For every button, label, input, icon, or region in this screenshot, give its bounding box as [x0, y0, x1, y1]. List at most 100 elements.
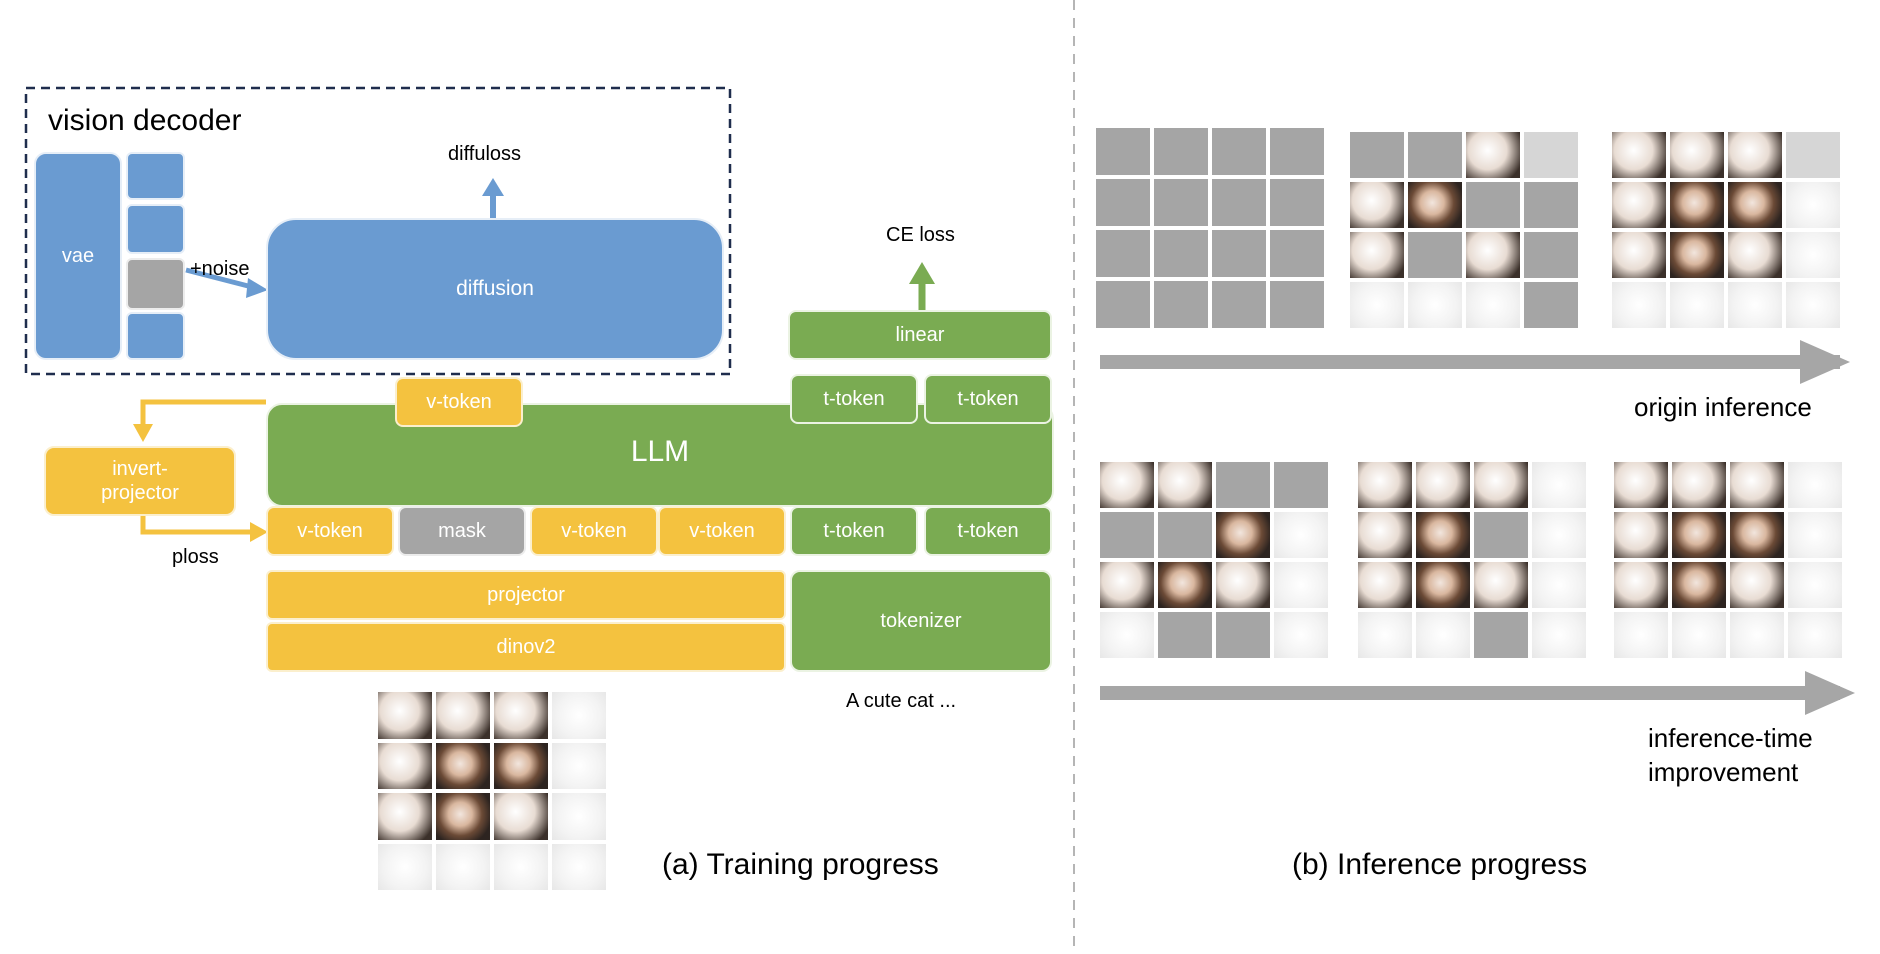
grid-tile	[1474, 562, 1528, 608]
grid-tile	[1154, 230, 1208, 277]
grid-tile	[1728, 182, 1782, 228]
input-token-mask-label: mask	[438, 520, 486, 542]
latent-cell-1	[126, 152, 185, 200]
grid-tile	[1096, 281, 1150, 328]
grid-tile	[1730, 512, 1784, 558]
grid-tile	[1532, 512, 1586, 558]
training-image-grid	[378, 692, 606, 890]
latent-cell-masked	[126, 258, 185, 310]
grid-tile	[1788, 612, 1842, 658]
grid-tile	[1730, 462, 1784, 508]
vision-decoder-title: vision decoder	[48, 104, 242, 137]
grid-tile	[1466, 282, 1520, 328]
input-token-6-label: t-token	[957, 520, 1019, 542]
grid-tile	[1100, 612, 1154, 658]
improvement-grid-2	[1358, 462, 1586, 658]
grid-tile	[1154, 281, 1208, 328]
grid-tile	[1274, 562, 1328, 608]
grid-tile	[1466, 182, 1520, 228]
grid-tile	[1158, 612, 1212, 658]
grid-tile	[1612, 282, 1666, 328]
invert-arrow-head	[133, 424, 153, 442]
vision-decoder-border	[24, 86, 732, 376]
ploss-label: ploss	[172, 546, 219, 568]
output-t-token-1: t-token	[790, 374, 918, 424]
grid-tile	[1672, 512, 1726, 558]
vae-label: vae	[61, 245, 95, 267]
ce-loss-arrow-head	[909, 262, 935, 284]
grid-tile	[1350, 282, 1404, 328]
grid-tile	[1416, 462, 1470, 508]
tokenizer-block: tokenizer	[790, 570, 1052, 672]
grid-tile	[1786, 232, 1840, 278]
grid-tile	[1416, 612, 1470, 658]
grid-tile	[552, 843, 606, 890]
grid-tile	[1350, 232, 1404, 278]
input-token-4-label: v-token	[689, 520, 755, 542]
grid-tile	[1524, 132, 1578, 178]
grid-tile	[1524, 232, 1578, 278]
grid-tile	[1474, 462, 1528, 508]
grid-tile	[1788, 562, 1842, 608]
grid-tile	[1672, 562, 1726, 608]
grid-tile	[1158, 462, 1212, 508]
grid-tile	[1612, 182, 1666, 228]
grid-tile	[1532, 612, 1586, 658]
grid-tile	[1158, 512, 1212, 558]
grid-tile	[1786, 182, 1840, 228]
output-v-token-label: v-token	[426, 391, 492, 413]
grid-tile	[378, 692, 432, 739]
improvement-grid-1	[1100, 462, 1328, 658]
invert-projector-label: invert- projector	[101, 458, 179, 504]
training-caption: (a) Training progress	[662, 848, 939, 881]
diffuloss-label: diffuloss	[448, 143, 522, 165]
grid-tile	[1728, 282, 1782, 328]
grid-tile	[436, 742, 490, 789]
grid-tile	[552, 793, 606, 840]
grid-tile	[1270, 230, 1324, 277]
grid-tile	[1216, 462, 1270, 508]
vae-block: vae	[34, 152, 122, 360]
output-t-token-2: t-token	[924, 374, 1052, 424]
improvement-grid-3	[1614, 462, 1842, 658]
grid-tile	[1212, 230, 1266, 277]
grid-tile	[1524, 182, 1578, 228]
grid-tile	[1614, 612, 1668, 658]
grid-tile	[378, 742, 432, 789]
origin-grid-2	[1350, 132, 1578, 328]
dinov2-label: dinov2	[496, 636, 556, 658]
grid-tile	[1408, 282, 1462, 328]
grid-tile	[1270, 128, 1324, 175]
grid-tile	[494, 692, 548, 739]
text-input: A cute cat ...	[846, 690, 957, 712]
input-token-4: v-token	[658, 506, 786, 556]
invert-arrow	[140, 399, 266, 428]
origin-arrow-head	[1800, 340, 1850, 384]
grid-tile	[1786, 132, 1840, 178]
noise-arrow-head	[246, 278, 268, 298]
grid-tile	[1416, 562, 1470, 608]
linear-block: linear	[788, 310, 1052, 360]
grid-tile	[1096, 128, 1150, 175]
origin-grid-1	[1096, 128, 1324, 328]
grid-tile	[1532, 462, 1586, 508]
grid-tile	[1408, 182, 1462, 228]
grid-tile	[1670, 232, 1724, 278]
grid-tile	[494, 843, 548, 890]
improvement-arrow-shaft	[1100, 686, 1840, 700]
grid-tile	[1096, 179, 1150, 226]
grid-tile	[1728, 132, 1782, 178]
grid-tile	[1788, 512, 1842, 558]
grid-tile	[1212, 128, 1266, 175]
grid-tile	[1466, 232, 1520, 278]
dinov2-block: dinov2	[266, 622, 786, 672]
grid-tile	[1350, 132, 1404, 178]
grid-tile	[1614, 562, 1668, 608]
grid-tile	[1408, 232, 1462, 278]
tokenizer-label: tokenizer	[880, 610, 962, 632]
grid-tile	[1212, 281, 1266, 328]
grid-tile	[1670, 132, 1724, 178]
noise-arrow	[185, 267, 253, 290]
linear-label: linear	[895, 324, 945, 346]
grid-tile	[1216, 562, 1270, 608]
